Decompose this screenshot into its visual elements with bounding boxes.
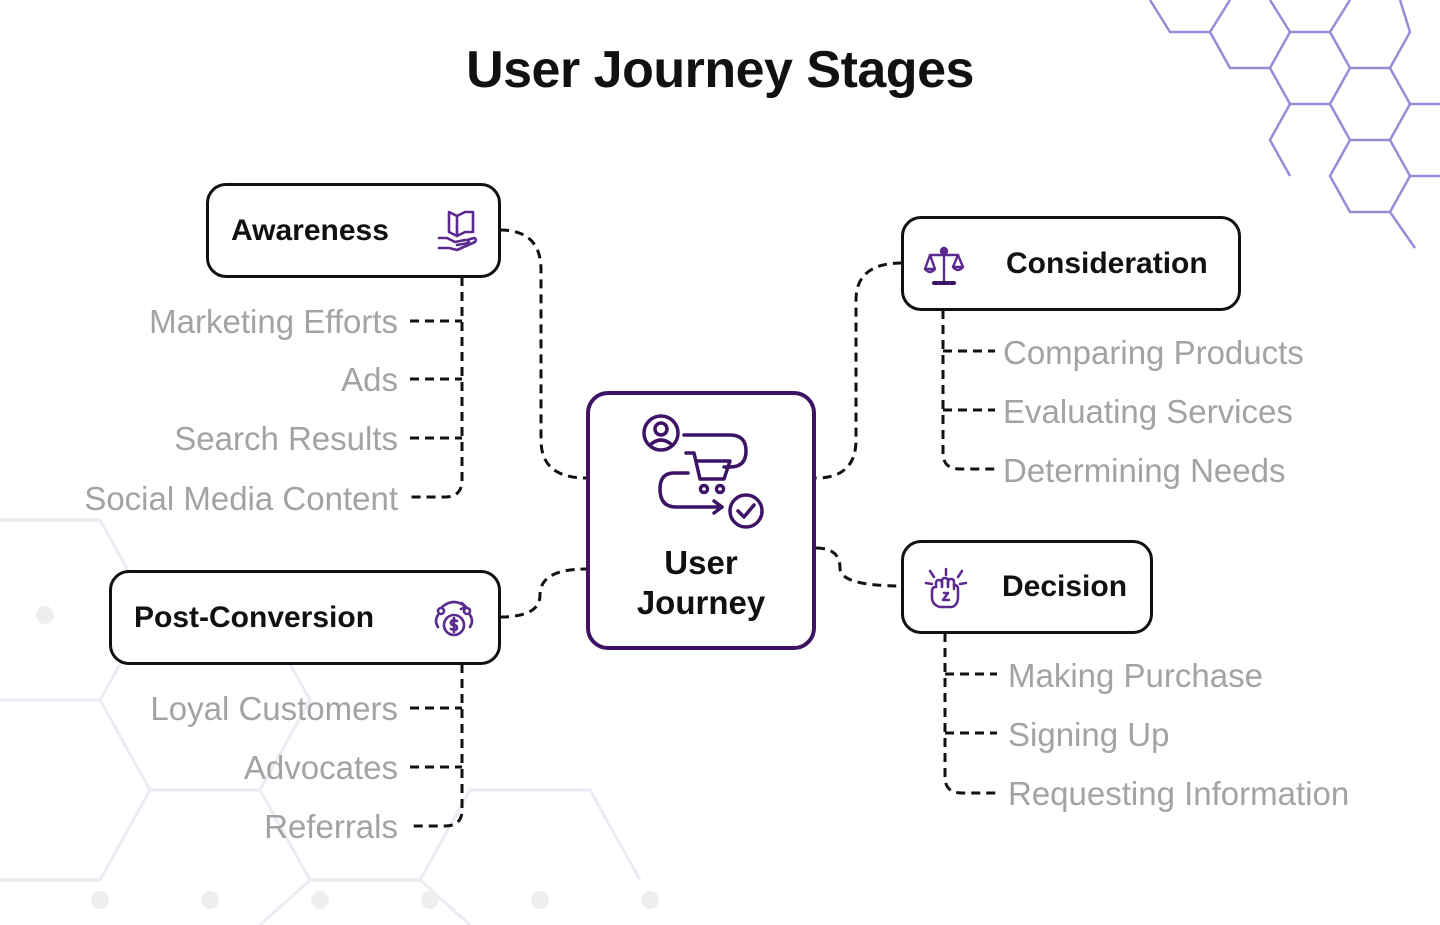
hexagon-dots [36,606,659,909]
list-item: Loyal Customers [150,690,398,727]
stage-post-conversion-label: Post-Conversion [134,600,375,634]
stage-decision: Decision [901,540,1153,634]
stage-decision-label: Decision [1002,570,1128,603]
stage-awareness-label: Awareness [231,213,389,247]
stage-post-conversion: Post-Conversion [109,570,501,665]
list-item: Signing Up [1008,716,1170,753]
hexagon-pattern-top-right [1148,0,1440,249]
user-cart-journey-icon [642,414,764,529]
list-item: Determining Needs [1003,452,1286,489]
list-item: Search Results [174,420,398,457]
stage-awareness: Awareness [206,183,501,278]
list-item: Requesting Information [1008,775,1350,812]
list-item: Social Media Content [84,480,398,517]
list-item: Advocates [243,749,398,786]
list-item: Referrals [264,808,398,845]
list-item: Comparing Products [1003,334,1304,371]
center-node: User Journey [586,391,816,650]
balance-scale-icon [923,246,965,285]
raised-fist-icon [924,567,968,609]
list-item: Making Purchase [1008,657,1263,694]
money-cycle-icon [434,600,474,637]
stage-consideration-label: Consideration [1006,246,1208,280]
center-label: User Journey [636,544,766,621]
list-item: Ads [341,361,398,398]
connectors [410,228,997,828]
list-item: Marketing Efforts [149,303,398,340]
list-item: Evaluating Services [1003,393,1293,430]
stage-consideration: Consideration [901,216,1241,311]
hexagon-pattern-bottom-left [0,518,642,925]
hand-book-icon [437,210,478,252]
page-title: User Journey Stages [466,41,974,99]
